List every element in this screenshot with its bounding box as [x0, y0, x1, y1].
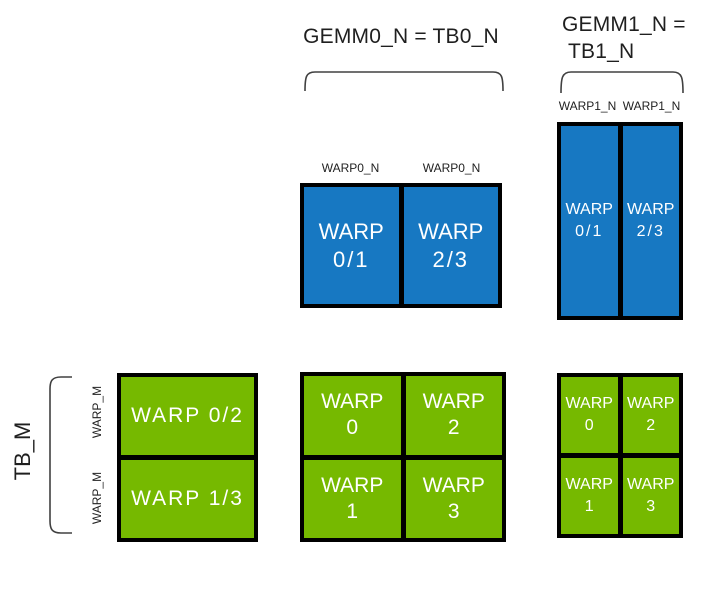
gemm1-n-title-line2: TB1_N	[568, 40, 635, 63]
gemm0-warp-grid: WARP 0 WARP 2 WARP 1 WARP 3	[300, 372, 506, 542]
gemm0-n-bracket	[304, 71, 504, 92]
cell-label-line2: 1	[584, 498, 594, 515]
cell-label-line2: 0/1	[332, 246, 370, 272]
cell-label-line2: 2/3	[432, 246, 470, 272]
gemm0-warp-cell-3: WARP 3	[405, 459, 502, 538]
warp-m-label-top: WARP_M	[90, 385, 104, 439]
warp0-n-label-right: WARP0_N	[422, 161, 481, 175]
gemm0-warp-cell-0: WARP 0	[304, 376, 401, 455]
warp-m-label-bottom: WARP_M	[90, 471, 104, 525]
tb-row-cell-warp13: WARP 1/3	[121, 460, 254, 538]
cell-label-line2: 0/1	[575, 223, 604, 240]
tb-row-cell-warp02: WARP 0/2	[121, 377, 254, 455]
gemm1-warp-cell-1: WARP 1	[561, 458, 618, 534]
cell-label-line1: WARP	[627, 201, 675, 218]
gemm1-warp-cell-2: WARP 2	[622, 377, 679, 453]
cell-label-line2: 2/3	[636, 223, 665, 240]
gemm0-accumulator-block: WARP 0/1 WARP 2/3	[300, 183, 502, 308]
warp1-n-label-right: WARP1_N	[622, 99, 681, 113]
cell-label-line2: 2	[447, 416, 460, 440]
cell-label-line2: 2	[646, 417, 656, 434]
cell-label-line1: WARP	[321, 473, 384, 497]
gemm0-accum-cell-warp23: WARP 2/3	[403, 187, 498, 304]
cell-label-line1: WARP	[422, 390, 485, 414]
gemm1-warp-grid: WARP 0 WARP 2 WARP 1 WARP 3	[557, 373, 683, 538]
cell-label-line1: WARP	[318, 218, 384, 244]
cell-label-line2: 3	[447, 499, 460, 523]
cell-label: WARP 1/3	[131, 487, 244, 510]
gemm1-accumulator-block: WARP 0/1 WARP 2/3	[557, 122, 683, 320]
gemm0-n-title: GEMM0_N = TB0_N	[303, 25, 499, 48]
gemm0-warp-cell-1: WARP 1	[304, 459, 401, 538]
gemm1-n-title-line1: GEMM1_N =	[562, 13, 686, 36]
gemm0-warp-cell-2: WARP 2	[405, 376, 502, 455]
cell-label-line2: 1	[346, 499, 359, 523]
warp1-n-label-left: WARP1_N	[558, 99, 617, 113]
warp0-n-label-left: WARP0_N	[321, 161, 380, 175]
cell-label-line1: WARP	[418, 218, 484, 244]
tb-m-label: TB_M	[10, 421, 35, 481]
cell-label-line1: WARP	[565, 395, 613, 412]
cell-label: WARP 0/2	[131, 404, 244, 427]
gemm1-n-bracket	[560, 71, 684, 94]
cell-label-line2: 0	[346, 416, 359, 440]
gemm0-accum-cell-warp01: WARP 0/1	[304, 187, 399, 304]
gemm1-n-title: GEMM1_N = TB1_N	[562, 11, 702, 65]
cell-label-line1: WARP	[627, 395, 675, 412]
gemm1-warp-cell-0: WARP 0	[561, 377, 618, 453]
cell-label-line2: 0	[584, 417, 594, 434]
cell-label-line1: WARP	[321, 390, 384, 414]
cell-label-line1: WARP	[422, 473, 485, 497]
tb-m-bracket	[49, 376, 72, 534]
gemm1-accum-cell-warp01: WARP 0/1	[561, 126, 618, 316]
cell-label-line1: WARP	[565, 476, 613, 493]
cell-label-line1: WARP	[565, 201, 613, 218]
gemm1-accum-cell-warp23: WARP 2/3	[622, 126, 679, 316]
cell-label-line1: WARP	[627, 476, 675, 493]
tb-rows-block: WARP 0/2 WARP 1/3	[117, 373, 258, 542]
cell-label-line2: 3	[646, 498, 656, 515]
gemm1-warp-cell-3: WARP 3	[622, 458, 679, 534]
